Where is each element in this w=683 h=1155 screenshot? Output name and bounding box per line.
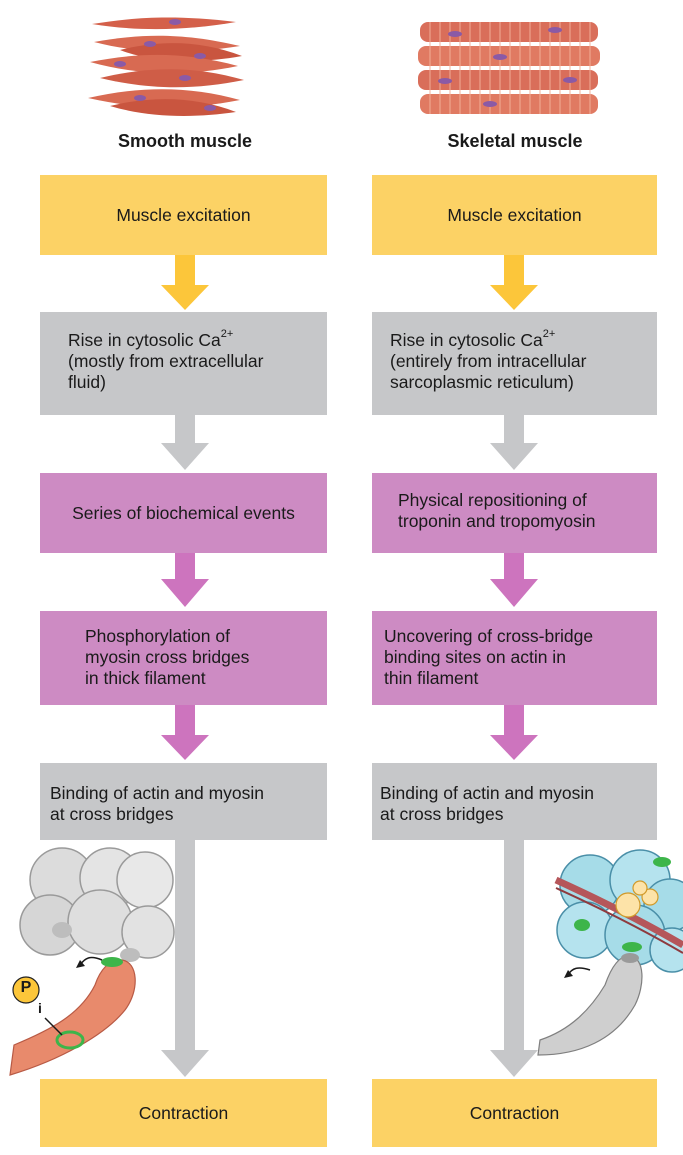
- skeletal-calcium-line2: (entirely from intracellular: [390, 351, 587, 371]
- smooth-contraction-box: Contraction: [40, 1079, 327, 1147]
- arrow-right-4: [490, 705, 538, 760]
- skeletal-binding-line2: at cross bridges: [380, 804, 504, 824]
- smooth-excitation-label: Muscle excitation: [116, 204, 251, 225]
- skeletal-reposition-line2: troponin and tropomyosin: [398, 511, 596, 531]
- smooth-excitation-box: Muscle excitation: [40, 175, 327, 255]
- smooth-muscle-cells-icon: [88, 17, 244, 116]
- skeletal-calcium-line3: sarcoplasmic reticulum): [390, 372, 574, 392]
- smooth-phos-line2: myosin cross bridges: [85, 647, 250, 667]
- smooth-crossbridge-illustration: [9, 847, 175, 1076]
- skeletal-calcium-box: Rise in cytosolic Ca2+ (entirely from in…: [372, 312, 657, 415]
- skeletal-excitation-box: Muscle excitation: [372, 175, 657, 255]
- skeletal-uncover-line3: thin filament: [384, 668, 479, 688]
- skeletal-uncover-line2: binding sites on actin in: [384, 647, 566, 667]
- smooth-calcium-box: Rise in cytosolic Ca2+ (mostly from extr…: [40, 312, 327, 415]
- smooth-binding-line2: at cross bridges: [50, 804, 174, 824]
- skeletal-crossbridge-illustration: [537, 849, 683, 1056]
- skeletal-uncovering-box: Uncovering of cross-bridge binding sites…: [372, 611, 657, 705]
- skeletal-uncover-line1: Uncovering of cross-bridge: [384, 626, 594, 646]
- arrow-left-1: [161, 255, 209, 310]
- arrow-left-2: [161, 415, 209, 470]
- arrow-right-1: [490, 255, 538, 310]
- smooth-phosphorylation-box: Phosphorylation of myosin cross bridges …: [40, 611, 327, 705]
- arrow-left-3: [161, 553, 209, 607]
- skeletal-muscle-title: Skeletal muscle: [447, 131, 583, 151]
- smooth-contraction-label: Contraction: [138, 1102, 229, 1123]
- phosphate-label: P: [20, 979, 32, 996]
- skeletal-binding-box: Binding of actin and myosin at cross bri…: [372, 763, 657, 840]
- smooth-calcium-line2: (mostly from extracellular: [68, 351, 264, 371]
- phosphate-subscript: i: [38, 1000, 42, 1016]
- arrow-left-4: [161, 705, 209, 760]
- arrow-right-2: [490, 415, 538, 470]
- skeletal-repositioning-box: Physical repositioning of troponin and t…: [372, 473, 657, 553]
- skeletal-reposition-line1: Physical repositioning of: [398, 490, 587, 510]
- arrow-right-5: [490, 840, 538, 1077]
- skeletal-contraction-box: Contraction: [372, 1079, 657, 1147]
- arrow-left-5: [161, 840, 209, 1077]
- smooth-binding-line1: Binding of actin and myosin: [50, 783, 265, 803]
- smooth-phos-line3: in thick filament: [85, 668, 206, 688]
- arrow-right-3: [490, 553, 538, 607]
- skeletal-calcium-line1: Rise in cytosolic Ca2+: [390, 328, 556, 350]
- smooth-biochemical-label: Series of biochemical events: [72, 502, 295, 523]
- smooth-binding-box: Binding of actin and myosin at cross bri…: [40, 763, 327, 840]
- smooth-calcium-line1: Rise in cytosolic Ca2+: [68, 328, 234, 350]
- skeletal-contraction-label: Contraction: [469, 1102, 560, 1123]
- skeletal-binding-line1: Binding of actin and myosin: [380, 783, 595, 803]
- smooth-biochemical-box: Series of biochemical events: [40, 473, 327, 553]
- skeletal-excitation-label: Muscle excitation: [447, 204, 582, 225]
- smooth-phos-line1: Phosphorylation of: [85, 626, 230, 646]
- skeletal-muscle-fibers-icon: [418, 22, 600, 114]
- smooth-calcium-line3: fluid): [68, 372, 106, 392]
- smooth-muscle-title: Smooth muscle: [117, 131, 253, 151]
